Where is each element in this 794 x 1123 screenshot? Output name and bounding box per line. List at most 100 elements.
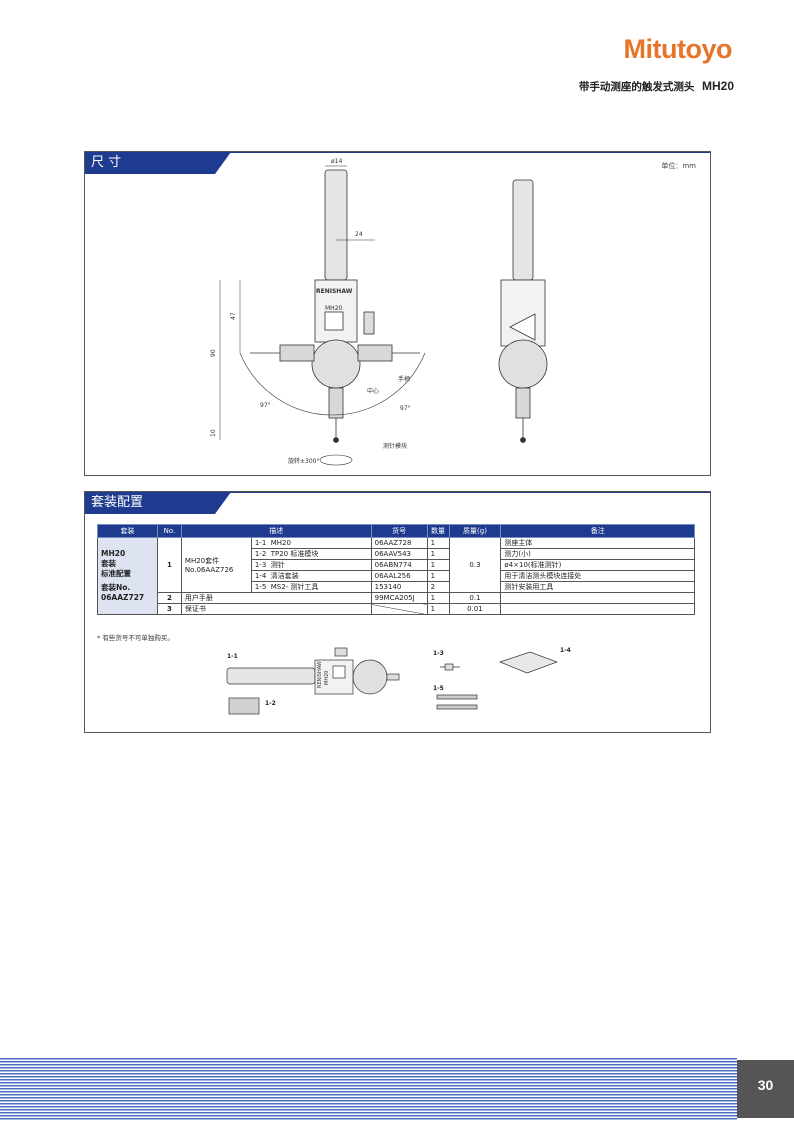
item2-mass: 0.1: [448, 592, 502, 604]
subtitle-text: 带手动测座的触发式测头: [578, 81, 695, 93]
col-desc: 描述: [180, 524, 372, 538]
col-no: No.: [156, 524, 182, 538]
item3-mass: 0.01: [448, 603, 502, 615]
item3-qty: 1: [426, 603, 450, 615]
kit-title: 套装配置: [85, 492, 231, 514]
item-qty: 1: [426, 537, 450, 549]
dim-angle-right: 97°: [400, 405, 411, 412]
item-qty: 1: [426, 570, 450, 582]
item1-mass: 0.3: [448, 537, 502, 593]
desc: MH20: [270, 539, 291, 547]
col-qty: 数量: [426, 524, 450, 538]
kit-line: 套装No.: [101, 583, 131, 592]
col-kit: 套装: [97, 524, 158, 538]
desc: MS2- 测针工具: [270, 583, 319, 591]
group-no: No.06AAZ726: [184, 566, 234, 574]
item3-no: 3: [156, 603, 182, 615]
item-desc: 1-5 MS2- 测针工具: [250, 581, 372, 593]
sub-no: 1-4: [254, 572, 267, 580]
dim-90: 90: [210, 349, 217, 357]
part-label-1-2: 1-2: [265, 700, 276, 707]
callout-knob: 手柄: [398, 375, 410, 383]
dim-24: 24: [355, 231, 363, 238]
kit-line: 标准配置: [101, 569, 131, 578]
item-desc: 1-1 MH20: [250, 537, 372, 549]
item2-no: 2: [156, 592, 182, 604]
dimensions-title: 尺 寸: [85, 152, 231, 174]
item-remark: 用于清洁测头模块连接处: [500, 570, 695, 582]
sub-no: 1-2: [254, 550, 267, 558]
kit-line: 06AAZ727: [101, 593, 145, 602]
item-qty: 1: [426, 548, 450, 560]
item1-no: 1: [156, 537, 182, 593]
footnote: * 有些货号不可单独购买。: [97, 634, 174, 642]
kit-line: 套装: [101, 559, 116, 568]
kit-name-cell: MH20 套装 标准配置 套装No. 06AAZ727: [97, 537, 158, 615]
part-label-1-3: 1-3: [433, 650, 444, 657]
item-remark: ø4×10(标准测针): [500, 559, 695, 571]
kit-table: 套装 No. 描述 货号 数量 质量(g) 备注 MH20 套装 标准配置 套装…: [97, 524, 695, 615]
item-code: 06AAV543: [370, 548, 428, 560]
item-desc: 1-2 TP20 标准模块: [250, 548, 372, 560]
section-rule: [85, 152, 710, 153]
col-remark: 备注: [500, 524, 695, 538]
kit-section: 套装配置 套装 No. 描述 货号 数量 质量(g) 备注 MH20 套装 标准…: [84, 491, 711, 733]
item-code: 153140: [370, 581, 428, 593]
desc: 测针: [270, 561, 285, 569]
item-code: 06ABN774: [370, 559, 428, 571]
item2-remark: [500, 592, 695, 604]
item-remark: 测座主体: [500, 537, 695, 549]
desc: 清洁套装: [270, 572, 299, 580]
sub-no: 1-5: [254, 583, 267, 591]
item2-desc: 用户手册: [180, 592, 372, 604]
brand-mark: RENISHAW: [316, 288, 353, 295]
table-row: 2 用户手册 99MCA205J 1 0.1: [98, 592, 695, 604]
table-header-row: 套装 No. 描述 货号 数量 质量(g) 备注: [97, 524, 695, 538]
footer-stripes: [0, 1058, 737, 1120]
item3-code: [370, 603, 428, 615]
col-code: 货号: [370, 524, 428, 538]
group-name: MH20套件: [184, 557, 220, 565]
item-qty: 2: [426, 581, 450, 593]
dim-dia: ø14: [331, 158, 342, 165]
item2-qty: 1: [426, 592, 450, 604]
item1-group: MH20套件 No.06AAZ726: [180, 537, 252, 593]
section-rule: [85, 492, 710, 493]
item-code: 06AAZ728: [370, 537, 428, 549]
kit-parts-drawing: 1-1 1-2 1-3 1-4 1-5 RENISHAW MH20: [226, 647, 571, 715]
callout-center: 中心: [367, 387, 379, 395]
sub-no: 1-3: [254, 561, 267, 569]
table-row: 3 保证书 1 0.01: [98, 603, 695, 615]
item-desc: 1-3 测针: [250, 559, 372, 571]
table-row: 1-3 测针 06ABN774 1 ø4×10(标准测针): [98, 559, 695, 571]
kit-line: MH20: [101, 549, 126, 558]
col-mass: 质量(g): [448, 524, 502, 538]
part-brand: RENISHAW: [317, 661, 323, 688]
dim-angle-left: 97°: [260, 402, 271, 409]
dimension-drawing: ø14 24 47 90 10 97° 97° RENISHAW MH20 中心…: [210, 158, 548, 466]
part-model: MH20: [324, 671, 330, 685]
item-desc: 1-4 清洁套装: [250, 570, 372, 582]
subtitle-model: MH20: [701, 79, 734, 93]
part-label-1-4: 1-4: [560, 647, 571, 654]
sub-no: 1-1: [254, 539, 267, 547]
part-label-1-1: 1-1: [227, 653, 238, 660]
dimensions-section: 尺 寸 单位：mm: [84, 151, 711, 476]
item3-remark: [500, 603, 695, 615]
item-remark: 测针安装用工具: [500, 581, 695, 593]
unit-label: 单位：mm: [661, 162, 696, 170]
dim-47: 47: [230, 312, 237, 320]
item-qty: 1: [426, 559, 450, 571]
item2-code: 99MCA205J: [370, 592, 428, 604]
model-mark: MH20: [325, 305, 343, 312]
brand-logo: Mitutoyo: [623, 34, 733, 64]
callout-module: 测针模块: [383, 442, 407, 450]
page-subtitle: 带手动测座的触发式测头 MH20: [579, 79, 734, 94]
item-code: 06AAL256: [370, 570, 428, 582]
desc: TP20 标准模块: [270, 550, 319, 558]
dim-10: 10: [210, 429, 217, 437]
item-remark: 测力(小): [500, 548, 695, 560]
part-label-1-5: 1-5: [433, 685, 444, 692]
table-row: MH20 套装 标准配置 套装No. 06AAZ727 1 MH20套件 No.…: [97, 537, 695, 615]
item3-desc: 保证书: [180, 603, 372, 615]
